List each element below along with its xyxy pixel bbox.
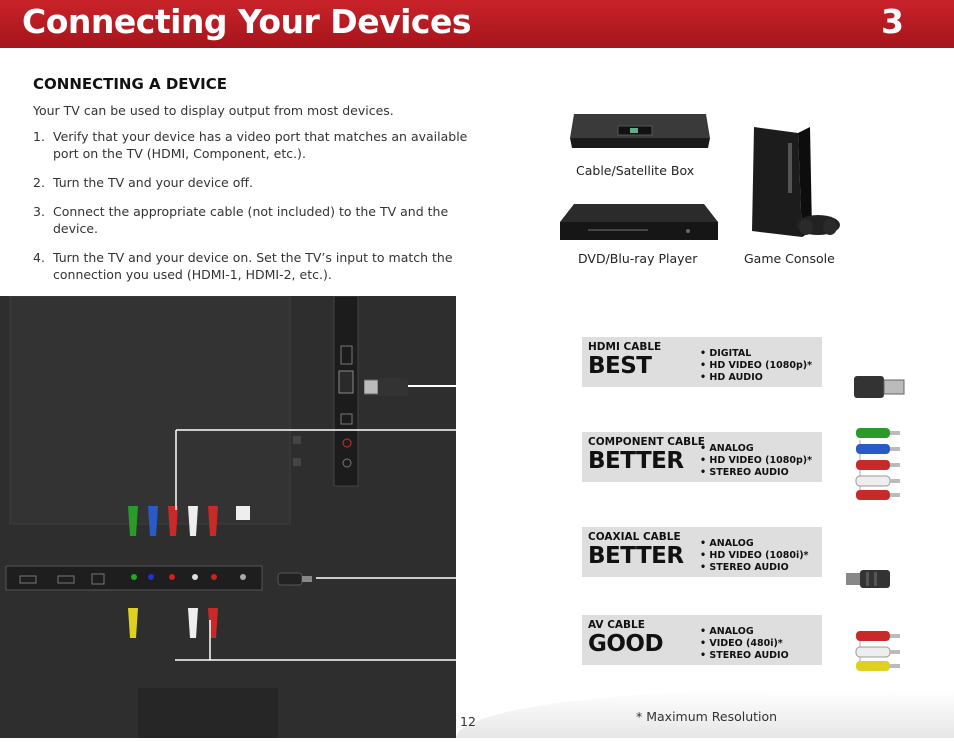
- footnote: * Maximum Resolution: [636, 709, 778, 724]
- feature-item: HD VIDEO (1080i)*: [700, 550, 808, 562]
- hdmi-cable-panel: HDMI CABLE BEST DIGITAL HD VIDEO (1080p)…: [582, 337, 822, 387]
- cable-name: COMPONENT CABLE: [588, 436, 705, 448]
- cable-name: HDMI CABLE: [588, 341, 662, 353]
- step-number: 2.: [33, 175, 45, 190]
- feature-item: VIDEO (480i)*: [700, 638, 789, 650]
- dvd-player-illustration: [560, 204, 718, 240]
- tv-back-panel: [0, 295, 456, 738]
- cable-features: ANALOG HD VIDEO (1080i)* STEREO AUDIO: [700, 538, 809, 574]
- step-text: Turn the TV and your device on. Set the …: [53, 250, 453, 282]
- cable-name: COAXIAL CABLE: [588, 531, 681, 543]
- component-cable-panel: COMPONENT CABLE BETTER ANALOG HD VIDEO (…: [582, 432, 822, 482]
- step-text: Verify that your device has a video port…: [53, 129, 468, 161]
- feature-item: STEREO AUDIO: [700, 467, 812, 479]
- cable-box-illustration: [570, 114, 710, 148]
- av-connectors-icon: [855, 631, 900, 671]
- step-item: 3. Connect the appropriate cable (not in…: [33, 203, 473, 237]
- feature-item: ANALOG: [700, 626, 789, 638]
- intro-text: Your TV can be used to display output fr…: [33, 103, 394, 118]
- coaxial-connector-icon: [846, 570, 890, 588]
- page-number: 12: [460, 714, 476, 729]
- cable-rating: BEST: [588, 353, 652, 379]
- steps-list: 1. Verify that your device has a video p…: [33, 128, 473, 295]
- cable-rating: GOOD: [588, 631, 664, 657]
- step-number: 1.: [33, 129, 45, 144]
- feature-item: HD AUDIO: [700, 372, 812, 384]
- component-connectors-icon: [855, 428, 900, 500]
- feature-item: ANALOG: [700, 443, 812, 455]
- hdmi-connector-icon: [854, 376, 905, 398]
- step-text: Connect the appropriate cable (not inclu…: [53, 204, 449, 236]
- section-heading: CONNECTING A DEVICE: [33, 75, 227, 93]
- cable-rating: BETTER: [588, 543, 684, 569]
- step-item: 4. Turn the TV and your device on. Set t…: [33, 249, 473, 283]
- cable-box-label: Cable/Satellite Box: [576, 163, 695, 178]
- hdmi-connector-left-icon: [364, 378, 408, 396]
- game-console-illustration: [752, 127, 840, 237]
- coaxial-cable-panel: COAXIAL CABLE BETTER ANALOG HD VIDEO (10…: [582, 527, 822, 577]
- step-item: 1. Verify that your device has a video p…: [33, 128, 473, 162]
- cable-rating: BETTER: [588, 448, 684, 474]
- chapter-number: 3: [881, 2, 904, 41]
- dvd-player-label: DVD/Blu-ray Player: [578, 251, 698, 266]
- step-number: 3.: [33, 204, 45, 219]
- feature-item: STEREO AUDIO: [700, 562, 809, 574]
- step-item: 2. Turn the TV and your device off.: [33, 174, 473, 191]
- cable-features: ANALOG VIDEO (480i)* STEREO AUDIO: [700, 626, 789, 662]
- cable-features: DIGITAL HD VIDEO (1080p)* HD AUDIO: [700, 348, 812, 384]
- cable-features: ANALOG HD VIDEO (1080p)* STEREO AUDIO: [700, 443, 812, 479]
- step-number: 4.: [33, 250, 45, 265]
- feature-item: HD VIDEO (1080p)*: [700, 455, 812, 467]
- coaxial-connector-left-icon: [277, 572, 312, 586]
- av-cable-panel: AV CABLE GOOD ANALOG VIDEO (480i)* STERE…: [582, 615, 822, 665]
- feature-item: DIGITAL: [700, 348, 812, 360]
- page-title: Connecting Your Devices: [22, 2, 472, 41]
- step-text: Turn the TV and your device off.: [53, 175, 253, 190]
- feature-item: ANALOG: [700, 538, 809, 550]
- feature-item: HD VIDEO (1080p)*: [700, 360, 812, 372]
- page-header: Connecting Your Devices 3: [0, 0, 954, 48]
- feature-item: STEREO AUDIO: [700, 650, 788, 662]
- tv-panel-graphic: [0, 295, 456, 738]
- game-console-label: Game Console: [744, 251, 835, 266]
- cable-name: AV CABLE: [588, 619, 645, 631]
